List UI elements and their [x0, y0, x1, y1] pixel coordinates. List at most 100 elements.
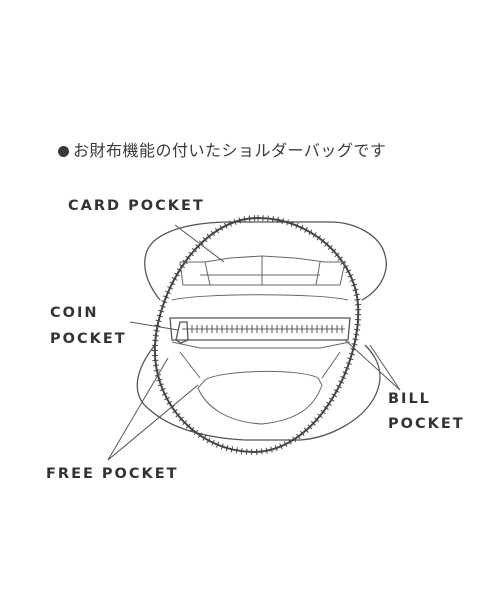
leader-coin-pocket — [129, 321, 179, 331]
zipper-tooth — [340, 375, 347, 380]
zipper-tooth — [308, 229, 313, 236]
zipper-tooth — [307, 424, 313, 430]
zipper-tooth — [354, 298, 361, 301]
zipper-tooth — [279, 443, 283, 450]
zipper-tooth — [230, 446, 234, 453]
zipper-tooth — [312, 232, 317, 238]
zipper-tooth — [185, 423, 191, 429]
coin-pocket-body — [169, 317, 351, 341]
zipper-tooth — [292, 436, 297, 443]
bag-lower-body — [136, 344, 381, 441]
zipper-tooth — [342, 371, 349, 375]
zipper-tooth — [225, 445, 229, 452]
zipper-tooth — [345, 269, 352, 274]
zipper-tooth — [347, 357, 354, 361]
zipper-tooth — [299, 224, 304, 231]
zipper-tooth — [164, 396, 170, 401]
zipper-tooth — [171, 277, 178, 281]
zipper-tooth — [156, 314, 163, 318]
filled-circle-icon — [58, 146, 69, 157]
zipper-tooth — [211, 439, 215, 446]
zipper-tooth — [152, 359, 159, 362]
zipper-tooth — [310, 420, 316, 426]
zipper-tooth — [169, 281, 176, 286]
zipper-tooth — [216, 441, 220, 448]
zipper-tooth — [220, 443, 224, 450]
zipper-tooth — [245, 448, 248, 455]
zipper-tooth — [152, 364, 160, 367]
zipper-tooth — [161, 300, 168, 304]
zipper-tooth — [191, 247, 198, 253]
zipper-tooth — [296, 433, 301, 440]
leader-bill-pocket-a — [344, 339, 401, 391]
zipper-tooth — [155, 319, 162, 322]
zipper-tooth — [197, 432, 203, 439]
zipper-tooth — [224, 222, 228, 229]
zipper-tooth — [202, 435, 207, 441]
zipper-tooth — [354, 323, 361, 326]
zipper-tooth — [206, 437, 211, 444]
zipper-tooth — [167, 286, 173, 290]
zipper-tooth — [316, 235, 321, 241]
zipper-tooth — [189, 426, 195, 432]
card-pocket-label: CARD POCKET — [68, 198, 205, 214]
zipper-tooth — [248, 215, 251, 222]
zipper-tooth — [290, 220, 294, 227]
zipper-tooth — [243, 216, 246, 223]
zipper-tooth — [178, 416, 184, 422]
zipper-tooth — [327, 244, 333, 250]
zipper-tooth — [320, 238, 326, 244]
zipper-tooth — [283, 441, 288, 448]
zipper-tooth — [331, 248, 337, 254]
zipper-tooth — [193, 429, 199, 436]
zipper-tooth — [328, 397, 335, 402]
zipper-tooth — [260, 448, 263, 455]
caption-text: お財布機能の付いたショルダーバッグです — [73, 141, 387, 160]
free-pocket-label: FREE POCKET — [46, 466, 179, 482]
zipper-tooth — [349, 278, 356, 282]
zipper-tooth — [300, 430, 305, 437]
zipper-tooth — [166, 400, 173, 405]
zipper-tooth — [202, 237, 208, 243]
card-pocket-slots — [179, 255, 346, 286]
zipper-tooth — [286, 219, 289, 226]
zipper-tooth — [215, 227, 220, 234]
zipper-tooth — [320, 409, 326, 415]
zipper-tooth — [175, 412, 181, 418]
leader-card-pocket — [174, 224, 225, 263]
zipper-tooth — [304, 227, 308, 233]
zipper-tooth — [265, 447, 268, 454]
bag-upper-flap — [144, 221, 387, 301]
zipper-tooth — [152, 334, 159, 337]
free-pocket-lines — [179, 351, 341, 379]
card-pocket-back — [171, 294, 349, 301]
bill-pocket-divider — [171, 341, 351, 349]
zipper-tooth — [153, 369, 160, 372]
zipper-tooth — [235, 447, 238, 454]
zipper-tooth — [270, 446, 273, 453]
zipper-tooth — [351, 343, 358, 346]
zipper-tooth — [347, 274, 354, 278]
coin-pocket-label-line1: COIN — [50, 305, 99, 321]
zipper-tooth — [337, 256, 343, 261]
zipper-tooth — [156, 378, 163, 382]
zipper-tooth — [174, 272, 180, 277]
zipper-tooth — [195, 244, 201, 249]
zipper-tooth — [314, 417, 320, 423]
zipper-tooth — [353, 333, 360, 336]
zipper-tooth — [206, 233, 212, 240]
leader-bill-pocket-b — [369, 344, 401, 391]
bill-pocket-label-line2: POCKET — [388, 416, 465, 432]
zipper-tooth — [153, 329, 160, 332]
zipper-tooth — [159, 304, 166, 308]
zipper-tooth — [351, 283, 358, 287]
zipper-tooth — [172, 409, 178, 414]
zipper-tooth — [353, 293, 360, 296]
zipper-tooth — [348, 352, 355, 356]
zipper-tooth — [274, 445, 278, 452]
zipper-tooth — [219, 225, 224, 231]
zipper-tooth — [165, 290, 171, 295]
zipper-tooth — [323, 405, 329, 411]
zipper-tooth — [295, 222, 299, 229]
caption: お財布機能の付いたショルダーバッグです — [58, 137, 386, 161]
